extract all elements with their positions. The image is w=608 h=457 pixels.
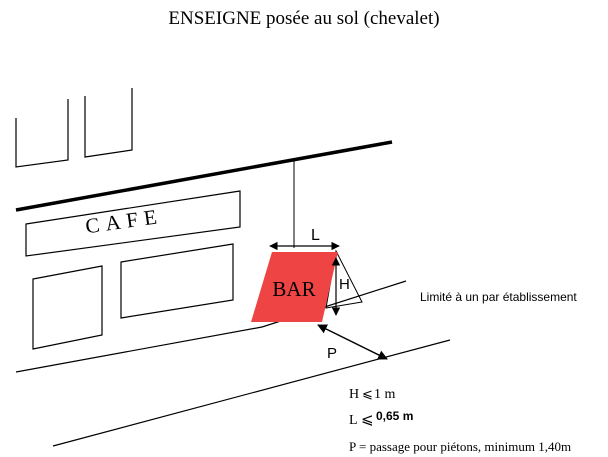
cafe-signboard [25, 190, 241, 257]
rule-l-prefix: L [349, 413, 358, 428]
bar-sign-label: BAR [272, 277, 315, 301]
upper-windows [15, 88, 133, 168]
awning-line [15, 140, 393, 212]
page-title: ENSEIGNE posée au sol (chevalet) [168, 8, 440, 29]
limit-note: Limité à un par établissement [420, 290, 577, 304]
p-dimension-arrow [317, 324, 388, 360]
rule-h-value: 1 m [374, 387, 396, 402]
shop-door [32, 265, 103, 350]
rule-h-symbol: ⩽ [362, 386, 373, 401]
shop-window [120, 243, 234, 319]
rule-l-value: 0,65 m [376, 409, 413, 423]
facade-base [15, 326, 263, 373]
upper-window-left [15, 99, 69, 168]
cafe-label: CAFE [84, 204, 164, 239]
rule-l-symbol: ⩽ [361, 412, 374, 428]
bar-sign [251, 252, 338, 322]
p-dimension-label: P [327, 345, 337, 362]
upper-window-right [84, 88, 133, 158]
rule-l: L ⩽ 0,65 m [349, 409, 413, 428]
l-dimension-label: L [311, 227, 320, 244]
h-dimension-label: H [339, 276, 350, 293]
rule-h-prefix: H [349, 387, 359, 402]
rule-p: P = passage pour piétons, minimum 1,40m [349, 439, 571, 454]
rule-h: H ⩽ 1 m [349, 386, 396, 402]
